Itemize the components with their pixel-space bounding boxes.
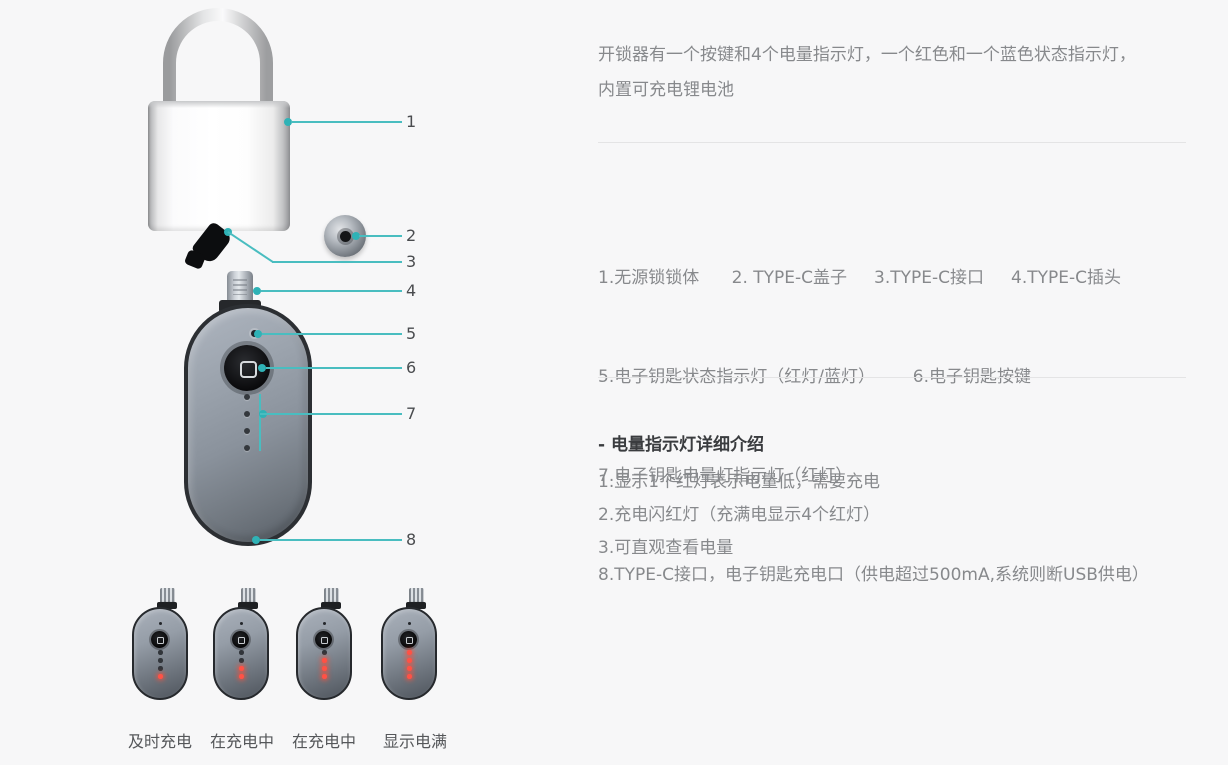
mini-battery-leds	[239, 650, 244, 679]
callout-line-1	[291, 121, 402, 123]
callout-dot-4	[253, 287, 261, 295]
callout-line-8	[260, 539, 402, 541]
battery-section-title: - 电量指示灯详细介绍	[598, 435, 764, 455]
mini-device-4	[381, 588, 437, 700]
battery-note-1: 1.显示1个红灯表示电量低，需要充电	[598, 472, 881, 492]
mini-status-led	[240, 622, 243, 625]
callout-dot-1	[284, 118, 292, 126]
battery-note-2: 2.充电闪红灯（充满电显示4个红灯）	[598, 505, 881, 525]
padlock-body	[148, 101, 290, 231]
charging-state-label-4: 显示电满	[382, 732, 447, 751]
padlock-shackle	[163, 8, 273, 105]
callout-line-3-diagonal	[227, 231, 274, 263]
mini-body	[213, 607, 269, 700]
mini-status-led	[408, 622, 411, 625]
callout-dot-6	[258, 364, 266, 372]
mini-neck	[238, 602, 258, 609]
callout-number-3: 3	[406, 252, 417, 271]
mini-button	[400, 631, 417, 648]
callout-number-5: 5	[406, 324, 417, 343]
intro-line-2: 内置可充电锂电池	[598, 80, 734, 100]
parts-line-3: 7.电子钥匙电量灯指示灯（红灯）	[598, 466, 853, 486]
divider-bottom	[598, 377, 1186, 378]
mini-button	[151, 631, 168, 648]
key-battery-led-2	[244, 411, 250, 417]
mini-button	[315, 631, 332, 648]
callout-number-6: 6	[406, 358, 417, 377]
callout-number-4: 4	[406, 281, 417, 300]
mini-cap-icon	[324, 588, 339, 604]
callout-number-2: 2	[406, 226, 417, 245]
mini-status-led	[323, 622, 326, 625]
key-battery-led-3	[244, 428, 250, 434]
callout-line-2	[359, 235, 402, 237]
callout-line-7	[260, 413, 402, 415]
callout-number-8: 8	[406, 530, 417, 549]
mini-cap-icon	[160, 588, 175, 604]
parts-line-1: 1.无源锁锁体 2. TYPE-C盖子 3.TYPE-C接口 4.TYPE-C插…	[598, 268, 1122, 288]
mini-battery-leds	[322, 650, 327, 679]
electronic-key-body	[184, 304, 312, 546]
key-battery-led-1	[244, 394, 250, 400]
callout-dot-8	[252, 536, 260, 544]
callout-line-7-vertical	[259, 394, 261, 451]
parts-list: 1.无源锁锁体 2. TYPE-C盖子 3.TYPE-C接口 4.TYPE-C插…	[598, 196, 1149, 658]
mini-battery-leds	[158, 650, 163, 679]
charging-state-label-3: 在充电中	[291, 732, 356, 751]
callout-line-6	[266, 367, 402, 369]
mini-device-3	[296, 588, 352, 700]
mini-device-2	[213, 588, 269, 700]
intro-paragraph: 开锁器有一个按键和4个电量指示灯，一个红色和一个蓝色状态指示灯， 内置可充电锂电…	[598, 38, 1136, 108]
mini-neck	[406, 602, 426, 609]
callout-number-7: 7	[406, 404, 417, 423]
mini-status-led	[159, 622, 162, 625]
mini-neck	[157, 602, 177, 609]
parts-line-4: 8.TYPE-C接口，电子钥匙充电口（供电超过500mA,系统则断USB供电）	[598, 565, 1149, 585]
battery-notes: 1.显示1个红灯表示电量低，需要充电 2.充电闪红灯（充满电显示4个红灯） 3.…	[598, 466, 880, 565]
key-battery-led-4	[244, 445, 250, 451]
divider-top	[598, 142, 1186, 143]
callout-dot-5	[254, 330, 262, 338]
callout-line-3	[272, 261, 402, 263]
charging-state-label-2: 在充电中	[209, 732, 274, 751]
callout-line-5	[262, 333, 402, 335]
mini-body	[296, 607, 352, 700]
mini-body	[381, 607, 437, 700]
intro-line-1: 开锁器有一个按键和4个电量指示灯，一个红色和一个蓝色状态指示灯，	[598, 45, 1136, 65]
mini-neck	[321, 602, 341, 609]
mini-button	[232, 631, 249, 648]
battery-note-3: 3.可直观查看电量	[598, 538, 734, 558]
callout-number-1: 1	[406, 112, 417, 131]
charging-state-label-1: 及时充电	[127, 732, 192, 751]
mini-cap-icon	[241, 588, 256, 604]
callout-dot-2	[352, 232, 360, 240]
callout-line-4	[261, 290, 402, 292]
mini-battery-leds	[407, 650, 412, 679]
mini-body	[132, 607, 188, 700]
mini-cap-icon	[409, 588, 424, 604]
mini-device-1	[132, 588, 188, 700]
